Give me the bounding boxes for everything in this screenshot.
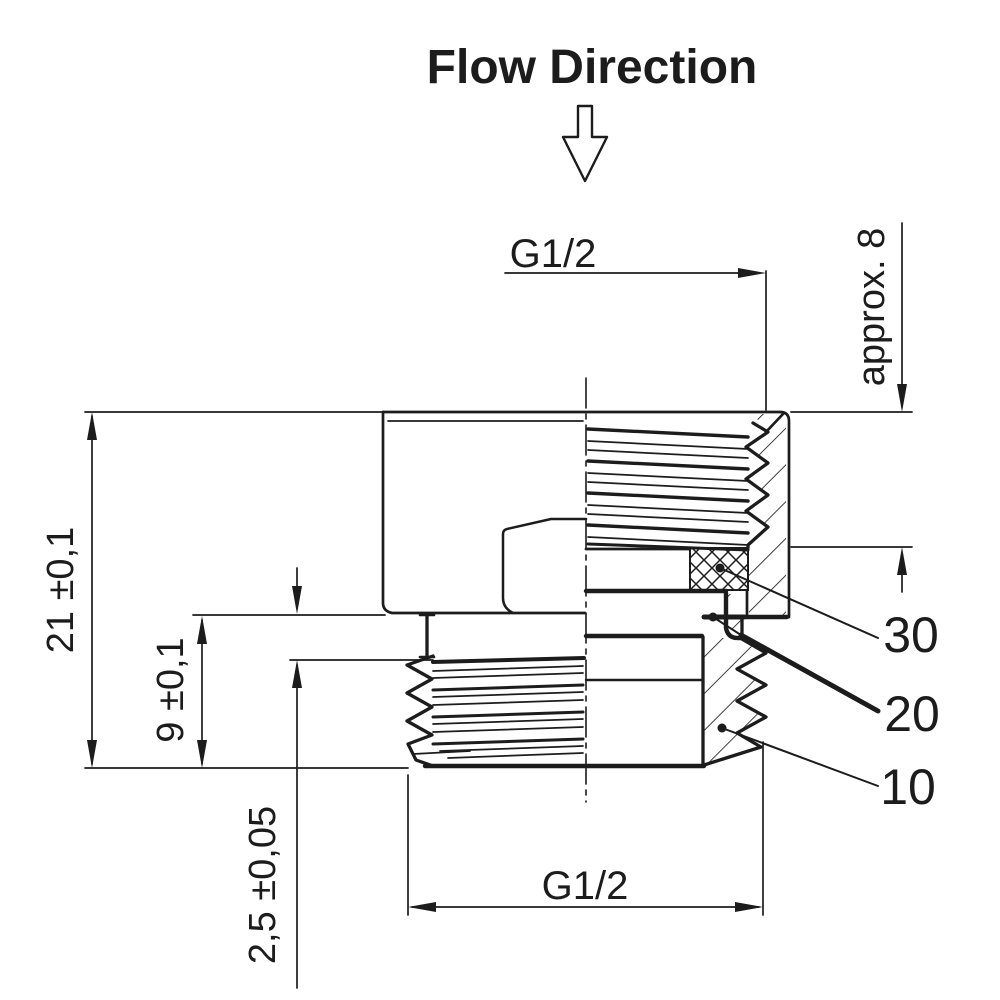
- dimension-bottom-thread: G1/2: [407, 741, 764, 916]
- hatching-upper-body: [746, 414, 786, 615]
- male-thread-external: [405, 613, 586, 768]
- dimension-face-gap-label: 2,5 ±0,05: [242, 806, 284, 964]
- dimension-bottom-thread-label: G1/2: [542, 864, 629, 908]
- callout-10: 10: [717, 723, 936, 815]
- dimension-face-gap: 2,5 ±0,05: [242, 567, 434, 989]
- seal-cross-section: [583, 547, 749, 594]
- inner-boss-outline: [501, 517, 588, 615]
- dimension-overall-height: 21 ±0,1: [40, 411, 409, 769]
- dimension-thread-length-label: 9 ±0,1: [150, 637, 192, 742]
- dimension-approx-depth-label: approx. 8: [851, 228, 893, 386]
- dimension-thread-length: 9 ±0,1: [150, 614, 386, 768]
- callout-20-label: 20: [884, 686, 940, 742]
- dimension-approx-depth: approx. 8: [790, 222, 913, 593]
- upper-body-outline: [381, 410, 791, 620]
- flow-direction-arrow-icon: [561, 104, 609, 183]
- callout-30: 30: [715, 563, 939, 663]
- hatching-male-part: [704, 638, 766, 765]
- dimension-top-thread: G1/2: [504, 232, 767, 411]
- dimension-top-thread-label: G1/2: [510, 232, 597, 276]
- dimension-overall-height-label: 21 ±0,1: [40, 527, 82, 654]
- callout-10-label: 10: [880, 759, 936, 815]
- female-thread: [584, 421, 770, 552]
- callout-20: 20: [708, 612, 940, 742]
- callout-30-label: 30: [883, 607, 939, 663]
- hatching-male-flange: [728, 594, 744, 636]
- drawing-title: Flow Direction: [427, 41, 758, 94]
